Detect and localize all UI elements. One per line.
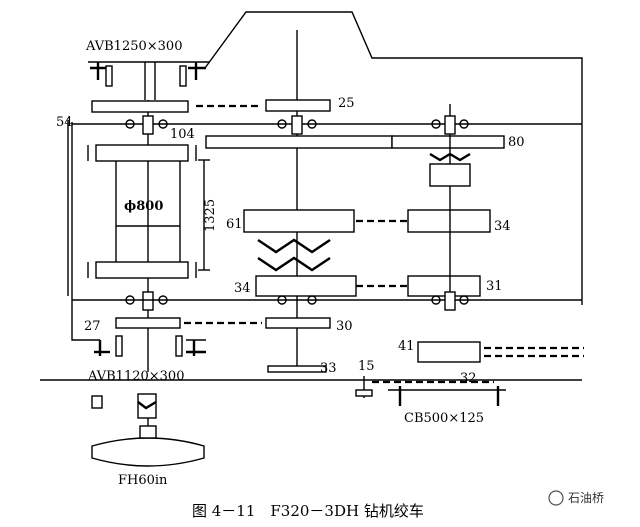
housing-outline xyxy=(67,11,583,341)
watermark-text: 石油桥 xyxy=(568,491,604,505)
label-cb: CB500×125 xyxy=(404,411,484,426)
cathead-shaft xyxy=(355,341,584,406)
middle-shaft xyxy=(205,30,505,373)
label-104: 104 xyxy=(170,127,195,142)
drum-shaft xyxy=(72,100,582,372)
label-avb-top: AVB1250×300 xyxy=(85,39,182,54)
top-band-brake xyxy=(88,61,210,100)
part-labels: AVB1250×300 54 25 104 80 ϕ800 1325 61 34… xyxy=(56,39,525,488)
label-fh60: FH60in xyxy=(118,473,168,488)
label-54: 54 xyxy=(56,115,73,130)
label-34-right: 34 xyxy=(494,219,511,234)
label-34-left: 34 xyxy=(234,281,251,296)
label-80: 80 xyxy=(508,135,525,150)
label-33: 33 xyxy=(320,361,337,376)
watermark: 石油桥 xyxy=(548,490,604,506)
label-15: 15 xyxy=(358,359,375,374)
label-32: 32 xyxy=(460,371,477,386)
label-41: 41 xyxy=(398,339,415,354)
bottom-band-brake xyxy=(40,335,582,381)
label-61: 61 xyxy=(226,217,243,232)
label-27: 27 xyxy=(84,319,101,334)
label-30: 30 xyxy=(336,319,353,334)
label-1325: 1325 xyxy=(203,199,218,232)
figure-caption: 图 4－11 F320－3DH 钻机绞车 xyxy=(192,502,424,520)
label-31: 31 xyxy=(486,279,503,294)
right-shaft xyxy=(429,104,471,311)
brake-unit-fh60 xyxy=(91,393,205,467)
label-diameter: ϕ800 xyxy=(124,199,163,214)
label-avb-bottom: AVB1120×300 xyxy=(87,369,184,384)
wechat-icon xyxy=(548,490,564,506)
label-25: 25 xyxy=(338,96,355,111)
